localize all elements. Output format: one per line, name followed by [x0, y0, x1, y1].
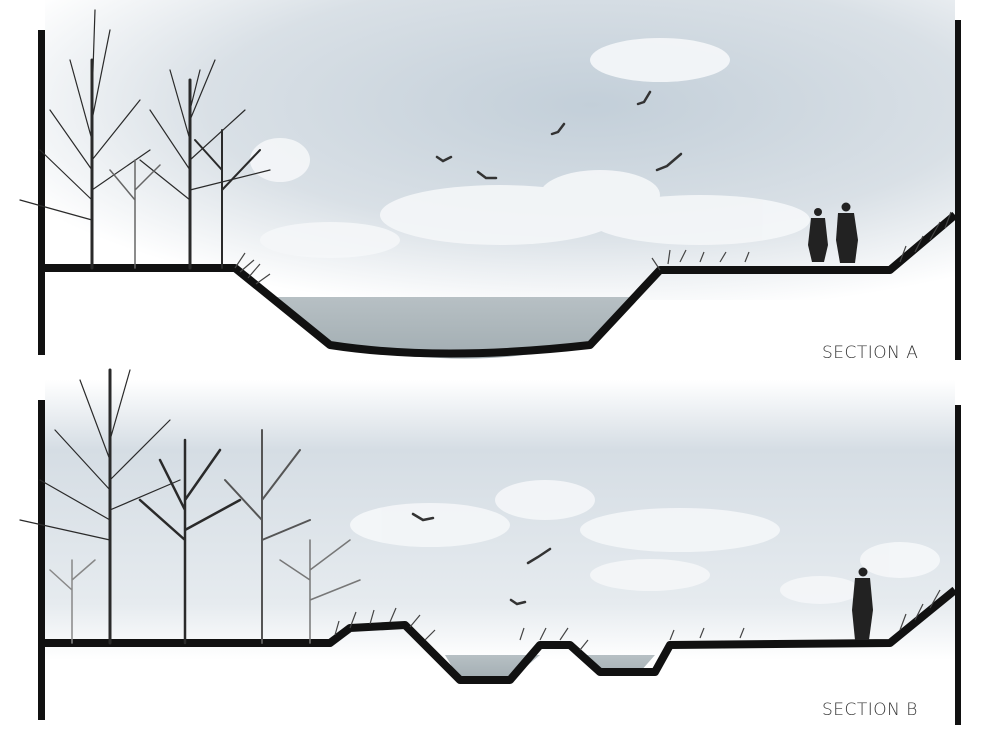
section-a-ground-line	[45, 211, 958, 358]
section-b-person	[852, 567, 873, 640]
section-b-left-wall	[38, 400, 45, 720]
grass	[234, 211, 952, 285]
section-a-people	[808, 202, 858, 263]
section-b-water	[445, 655, 655, 680]
clouds	[350, 480, 940, 604]
section-a-birds	[435, 90, 683, 180]
section-b-trees	[19, 368, 361, 645]
section-a-label: SECTION A	[822, 343, 919, 363]
section-a-water	[270, 297, 640, 359]
section-b-right-wall	[955, 405, 961, 725]
section-b-label: SECTION B	[822, 700, 918, 720]
section-b-birds	[411, 512, 552, 606]
section-b-sky	[45, 380, 955, 660]
section-a-trees	[19, 9, 271, 270]
section-a-left-wall	[38, 30, 45, 355]
grass	[334, 589, 941, 651]
section-a-right-wall	[955, 20, 961, 360]
